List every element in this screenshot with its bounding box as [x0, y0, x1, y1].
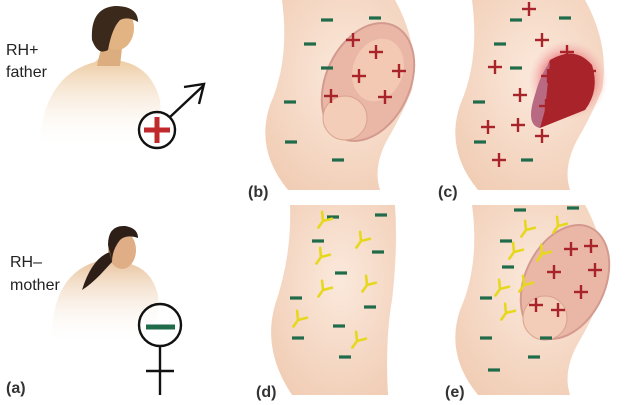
panel-d: [271, 205, 396, 395]
panel-e: [455, 205, 611, 395]
panel-a-label: (a): [6, 380, 26, 397]
plus-antigen-icon: [584, 239, 598, 253]
plus-antigen-icon: [522, 2, 536, 16]
antibody-icon: [494, 278, 511, 297]
plus-antigen-icon: [492, 153, 506, 167]
panel-d-label: (d): [256, 384, 276, 401]
antibody-icon: [355, 230, 372, 249]
plus-antigen-icon: [144, 117, 170, 143]
father-figure: [40, 6, 161, 150]
plus-antigen-icon: [481, 120, 495, 134]
antibody-icon: [518, 274, 535, 293]
antibody-icon: [351, 330, 368, 349]
mother-label: mother: [10, 277, 60, 294]
mother-figure: [52, 225, 159, 345]
plus-antigen-icon: [582, 64, 596, 78]
plus-antigen-icon: [378, 90, 392, 104]
father-label: father: [6, 64, 48, 81]
antibody-icon: [500, 302, 517, 321]
antibody-icon: [508, 241, 525, 260]
antibody-icon: [292, 309, 309, 328]
antibody-icon: [317, 210, 334, 229]
plus-antigen-icon: [392, 64, 406, 78]
plus-antigen-icon: [535, 33, 549, 47]
plus-antigen-icon: [346, 33, 360, 47]
father-rh-label: RH+: [6, 42, 38, 59]
plus-antigen-icon: [547, 265, 561, 279]
panel-b-label: (b): [248, 184, 268, 201]
antibody-icon: [552, 215, 569, 234]
mother-rh-label: RH–: [10, 254, 42, 271]
antibody-icon: [520, 219, 537, 238]
plus-antigen-icon: [560, 45, 574, 59]
male-symbol-icon: [137, 82, 206, 150]
plus-antigen-icon: [324, 89, 338, 103]
panel-e-label: (e): [445, 384, 465, 401]
plus-antigen-icon: [529, 298, 543, 312]
plus-antigen-icon: [488, 60, 502, 74]
antibody-icon: [361, 274, 378, 293]
female-symbol-icon: [137, 302, 183, 395]
plus-antigen-icon: [511, 118, 525, 132]
plus-antigen-icon: [539, 99, 553, 113]
plus-antigen-icon: [574, 285, 588, 299]
plus-antigen-icon: [513, 88, 527, 102]
plus-antigen-icon: [541, 69, 555, 83]
antibody-icon: [317, 279, 334, 298]
plus-antigen-icon: [535, 129, 549, 143]
antibody-icon: [536, 243, 553, 262]
plus-antigen-icon: [551, 303, 565, 317]
plus-antigen-icon: [352, 69, 366, 83]
antibody-icon: [315, 246, 332, 265]
panel-b: [265, 0, 416, 190]
plus-antigen-icon: [564, 242, 578, 256]
panel-c-label: (c): [438, 184, 458, 201]
plus-antigen-icon: [566, 88, 580, 102]
plus-antigen-icon: [369, 45, 383, 59]
plus-antigen-icon: [588, 263, 602, 277]
